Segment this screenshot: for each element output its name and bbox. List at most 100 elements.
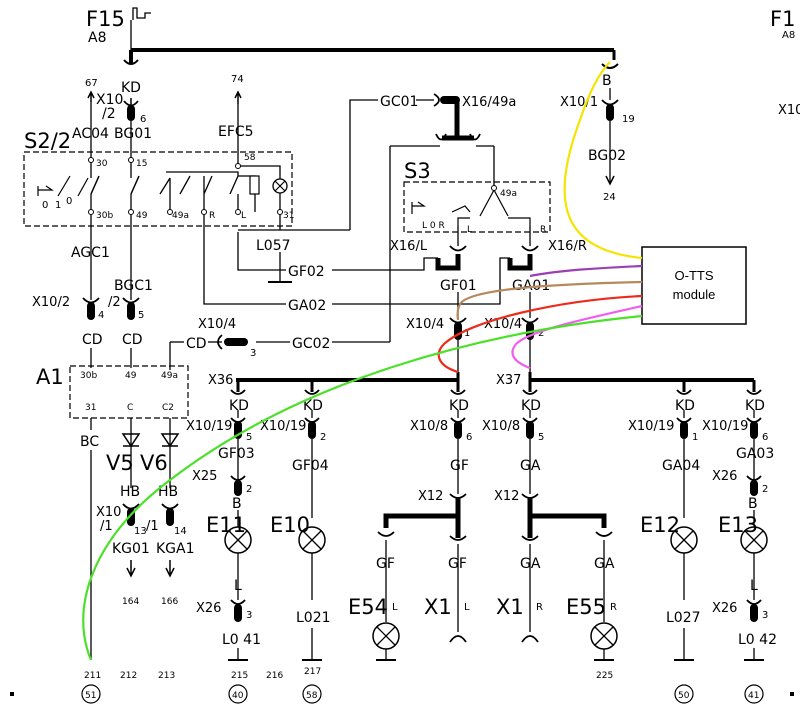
svg-text:L: L [241,211,246,221]
diode-v6 [160,433,180,448]
svg-text:X10/19: X10/19 [186,419,232,434]
svg-text:24: 24 [603,192,616,203]
lamp-e12-icon [670,526,698,554]
svg-text:L: L [464,602,470,613]
otts-title: O-TTS [675,268,714,283]
fuse-label: F15 [86,7,125,31]
b-label: B [602,73,612,89]
svg-text:215: 215 [231,671,248,681]
lamp-e10-icon [298,526,326,554]
circled-ref-58: 58 [302,684,322,704]
s22-actuator [37,175,89,197]
svg-text:C: C [127,403,133,413]
tan-wire [456,280,643,321]
svg-text:3: 3 [246,610,252,621]
svg-text:X10/4: X10/4 [484,317,522,332]
svg-text:49a: 49a [172,211,189,221]
bc-label: BC [80,434,99,450]
svg-text:2: 2 [762,484,768,495]
svg-text:X10/19: X10/19 [628,419,674,434]
s3-label: S3 [404,159,431,183]
svg-text:L027: L027 [666,610,701,626]
svg-text:225: 225 [596,671,613,681]
svg-text:51: 51 [85,691,96,701]
svg-text:166: 166 [161,597,178,607]
svg-text:13: 13 [134,526,147,537]
svg-text:/1: /1 [146,519,159,534]
drop-col-530 [522,372,538,494]
svg-text:X25: X25 [192,469,217,484]
kd-top-label: KD [121,80,141,96]
svg-text:211: 211 [84,671,101,681]
svg-text:31: 31 [85,403,96,413]
svg-text:HB: HB [158,484,178,500]
l057-label: L057 [256,238,291,254]
fuse-location: A8 [88,30,106,46]
svg-text:5: 5 [538,432,544,443]
drop-col-754 [746,380,762,480]
drop-col-238 [230,380,246,480]
svg-text:KD: KD [745,398,765,414]
svg-text:L 0 R: L 0 R [422,221,445,231]
fuse-right-loc: A8 [782,30,795,41]
svg-text:X16/L: X16/L [390,239,428,254]
dot-right [790,692,794,696]
svg-text:1: 1 [692,432,698,443]
ga02-label: GA02 [288,298,326,314]
svg-text:X10/2: X10/2 [32,295,70,310]
svg-text:X1: X1 [424,595,452,619]
arrow-up-74 [234,90,242,104]
svg-text:6: 6 [762,432,768,443]
dot-left [10,692,14,696]
svg-text:E10: E10 [270,513,310,537]
bg02-label: BG02 [588,148,626,164]
otts-module-box [641,246,747,325]
svg-text:67: 67 [85,78,98,89]
svg-text:V6: V6 [140,451,168,475]
svg-text:GF03: GF03 [218,446,255,462]
svg-text:L0 41: L0 41 [222,632,261,648]
lamp-e13-icon [740,526,768,554]
svg-text:GF: GF [450,458,469,474]
svg-text:X16/R: X16/R [548,239,587,254]
svg-text:31: 31 [283,211,294,221]
s3-actuator [411,188,509,217]
x1-left-socket [449,635,467,643]
svg-text:X36: X36 [208,373,233,388]
svg-text:X12: X12 [494,489,519,504]
svg-text:E13: E13 [718,513,758,537]
drop-col-312 [304,380,320,518]
svg-text:X26: X26 [712,469,737,484]
svg-text:GA04: GA04 [662,458,700,474]
svg-text:14: 14 [174,526,187,537]
svg-text:KGA1: KGA1 [156,541,195,557]
a1-label: A1 [36,365,64,389]
svg-text:B: B [748,496,758,512]
svg-text:L: L [234,578,242,594]
gc02-label: GC02 [292,336,330,352]
svg-text:E12: E12 [640,513,680,537]
svg-text:L: L [467,225,472,235]
svg-text:3: 3 [250,348,256,359]
svg-text:X10/19: X10/19 [260,419,306,434]
bg01-label: BG01 [114,126,152,142]
svg-text:E55: E55 [566,595,606,619]
svg-text:49: 49 [125,371,137,381]
gf02-label: GF02 [288,264,325,280]
circled-ref-40: 40 [228,684,248,704]
svg-text:KD: KD [229,398,249,414]
svg-text:40: 40 [232,691,244,701]
circled-ref-51: 51 [81,684,101,704]
gf01-label: GF01 [440,278,477,294]
svg-text:V5: V5 [106,451,134,475]
svg-text:X26: X26 [712,601,737,616]
svg-text:49: 49 [136,211,148,221]
svg-text:0: 0 [66,196,72,207]
fuse-right-label: F1 [770,7,795,31]
svg-text:L: L [750,578,758,594]
svg-text:6: 6 [466,432,472,443]
svg-text:X37: X37 [496,373,521,388]
svg-text:5: 5 [246,432,252,443]
svg-text:164: 164 [122,597,139,607]
arrow-up-67 [87,90,95,102]
